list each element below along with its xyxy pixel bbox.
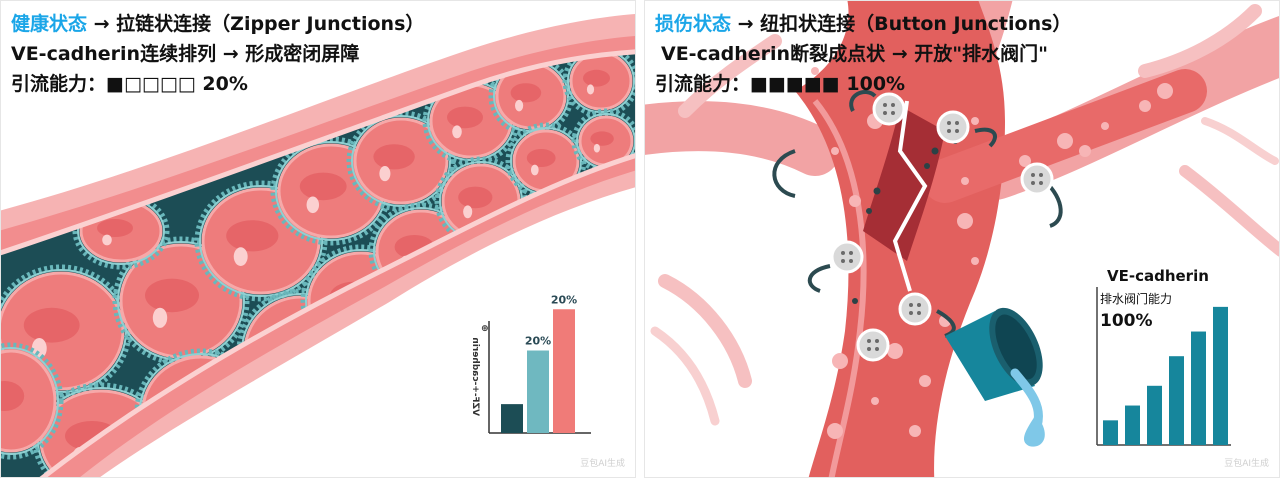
left-chart-bar: [553, 309, 575, 433]
drainage-capacity-20: 引流能力：■□□□□ 20%: [11, 73, 248, 95]
drainage-capacity-100: 引流能力：■■■■■ 100%: [655, 73, 906, 95]
button-junctions: [772, 90, 1063, 362]
right-chart-bar: [1125, 405, 1140, 445]
button-junction: [856, 328, 890, 362]
left-chart-rotated-label: VZF-+-cadherin: [470, 337, 480, 416]
right-bar-chart: VE-cadherin 排水阀门能力 100%: [1096, 267, 1231, 446]
right-chart-bar: [1147, 385, 1162, 445]
healthy-state-label: 健康状态: [11, 13, 88, 35]
vessel-dot: [871, 397, 879, 405]
zipper-junctions-title: → 拉链状连接（Zipper Junctions）: [87, 13, 425, 35]
vessel-dot: [1101, 122, 1109, 130]
button-junction: [872, 92, 906, 126]
left-chart-bar: [501, 404, 523, 433]
vessel-dot: [1019, 155, 1031, 167]
vessel-dot: [1079, 145, 1091, 157]
endothelial-cell: [1, 342, 64, 460]
button-junction: [936, 110, 970, 144]
vessel-dot: [1057, 133, 1073, 149]
damaged-state-captions: 损伤状态 → 纽扣状连接（Button Junctions） VE-cadher…: [655, 9, 1071, 99]
vessel-crack: [863, 106, 945, 261]
vessel-dot: [971, 257, 979, 265]
right-chart-bar: [1191, 331, 1206, 445]
healthy-state-title: 健康状态 → 拉链状连接（Zipper Junctions）: [11, 9, 424, 39]
ai-watermark: 豆包AI生成: [580, 459, 625, 469]
vessel-dot: [909, 425, 921, 437]
vessel-dot: [957, 213, 973, 229]
button-junction: [898, 292, 932, 326]
right-chart-bar: [1103, 420, 1118, 445]
vessel-dot: [811, 67, 819, 75]
button-junction: [830, 240, 864, 274]
right-chart-bar: [1213, 306, 1228, 445]
vessel-dot: [832, 353, 848, 369]
ve-cadherin-broken-text: VE-cadherin断裂成点状 → 开放"排水阀门": [661, 43, 1049, 65]
damaged-state-label: 损伤状态: [655, 13, 732, 35]
healthy-state-panel: 20% 20% VZF-+-cadherin ⊕ 健康状态 → 拉链状连接（Zip…: [0, 0, 636, 478]
button-junction-vessel-illustration: VE-cadherin 排水阀门能力 100%: [645, 1, 1279, 477]
button-junctions-title: → 纽扣状连接（Button Junctions）: [731, 13, 1072, 35]
ai-watermark: 豆包AI生成: [1224, 459, 1269, 469]
left-chart-rotated-icon: ⊕: [481, 324, 489, 334]
left-chart-bar: [527, 350, 549, 433]
crack-line: [892, 100, 928, 292]
left-chart-data-label: 20%: [525, 335, 551, 348]
vessel-dot: [827, 423, 843, 439]
vessel-dot: [849, 195, 861, 207]
right-chart-title: VE-cadherin: [1107, 267, 1209, 285]
right-chart-subtitle: 排水阀门能力: [1100, 291, 1172, 306]
zipper-junction-vessel-illustration: 20% 20% VZF-+-cadherin ⊕: [1, 14, 635, 477]
vessel-dot: [919, 375, 931, 387]
right-chart-value: 100%: [1100, 311, 1153, 331]
healthy-state-captions: 健康状态 → 拉链状连接（Zipper Junctions） VE-cadher…: [11, 9, 424, 99]
vessel-dot: [887, 343, 903, 359]
vessel-surface-dots: [811, 67, 1173, 439]
vessel-dot: [1139, 100, 1151, 112]
left-bar-chart: 20% 20% VZF-+-cadherin ⊕: [470, 293, 591, 434]
vessel-dot: [971, 117, 979, 125]
right-chart-bar: [1169, 356, 1184, 445]
vessel-dot: [1157, 83, 1173, 99]
left-chart-data-label: 20%: [551, 293, 577, 306]
button-junction: [1020, 162, 1054, 196]
damaged-state-title: 损伤状态 → 纽扣状连接（Button Junctions）: [655, 9, 1071, 39]
vessel-dot: [831, 147, 839, 155]
damaged-state-panel: VE-cadherin 排水阀门能力 100% 损伤状态 → 纽扣状连接（But…: [644, 0, 1280, 478]
drainage-bucket: [945, 307, 1045, 447]
vessel-dot: [961, 177, 969, 185]
ve-cadherin-continuous-text: VE-cadherin连续排列 → 形成密闭屏障: [11, 43, 360, 65]
